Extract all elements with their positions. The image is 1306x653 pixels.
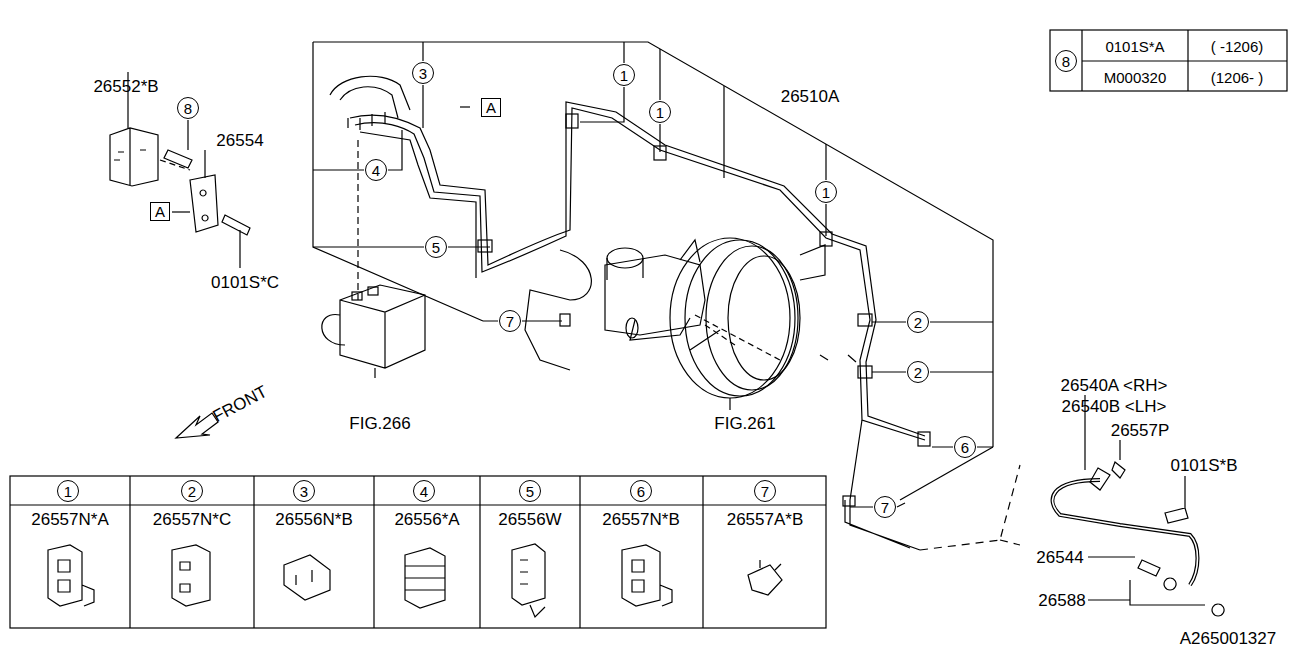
callout-circle: 8: [177, 97, 199, 119]
part-label: FIG.266: [349, 414, 410, 433]
callout-circle: 1: [815, 181, 837, 203]
callout-number: 8: [184, 101, 192, 116]
callout-number: 7: [881, 500, 889, 515]
reference-box: A: [481, 98, 501, 117]
callout-number: 6: [961, 440, 969, 455]
part-label: 26540B <LH>: [1062, 397, 1167, 416]
callout-circle: 4: [413, 480, 435, 502]
part-label: 26554: [216, 131, 263, 150]
part-label: 26552*B: [93, 77, 158, 96]
callout-number: 5: [432, 240, 440, 255]
part-label: 0101S*B: [1170, 456, 1237, 475]
part-label: 26540A <RH>: [1061, 376, 1168, 395]
callout-circle: 5: [425, 236, 447, 258]
callout-circle: 2: [907, 361, 929, 383]
callout-circle: 1: [613, 64, 635, 86]
callout-number: 6: [637, 484, 645, 499]
callout-circle: 6: [630, 480, 652, 502]
callout-circle: 2: [907, 311, 929, 333]
table-cell: M000320: [1104, 68, 1167, 87]
callout-number: 2: [188, 484, 196, 499]
table-cell: 26557N*A: [31, 510, 109, 529]
part-label: 26588: [1038, 591, 1085, 610]
table-cell: 26557N*C: [153, 510, 231, 529]
table-cell: ( -1206): [1211, 37, 1264, 56]
callout-number: 1: [822, 185, 830, 200]
callout-circle: 8: [1055, 50, 1077, 72]
callout-circle: 1: [649, 101, 671, 123]
table-cell: 0101S*A: [1105, 37, 1164, 56]
callout-number: 2: [914, 365, 922, 380]
table-cell: (1206- ): [1211, 68, 1264, 87]
table-cell: 26556N*B: [275, 510, 353, 529]
callout-circle: 3: [412, 62, 434, 84]
callout-circle: 5: [519, 480, 541, 502]
callout-number: 1: [620, 68, 628, 83]
callout-number: 5: [526, 484, 534, 499]
reference-letter: A: [155, 204, 165, 219]
part-label: 26510A: [781, 87, 840, 106]
callout-circle: 4: [365, 159, 387, 181]
part-label: 26557P: [1111, 421, 1170, 440]
callout-number: 1: [64, 484, 72, 499]
callout-circle: 7: [874, 496, 896, 518]
part-label: 26544: [1036, 548, 1083, 567]
table-cell: 26556W: [498, 510, 561, 529]
table-cell: 26557A*B: [727, 510, 804, 529]
reference-box: A: [150, 202, 170, 221]
callout-number: 4: [372, 163, 380, 178]
callout-number: 8: [1062, 54, 1070, 69]
drawing-number: A265001327: [1180, 629, 1276, 648]
table-cell: 26556*A: [394, 510, 459, 529]
callout-number: 1: [656, 105, 664, 120]
callout-circle: 3: [293, 480, 315, 502]
callout-circle: 1: [57, 480, 79, 502]
callout-number: 3: [300, 484, 308, 499]
callout-number: 7: [506, 314, 514, 329]
callout-circle: 7: [499, 310, 521, 332]
callout-circle: 7: [754, 480, 776, 502]
part-label: FRONT: [210, 382, 271, 426]
callout-number: 4: [420, 484, 428, 499]
callout-circle: 6: [954, 436, 976, 458]
table-cell: 26557N*B: [602, 510, 680, 529]
callout-number: 7: [761, 484, 769, 499]
callout-circle: 2: [181, 480, 203, 502]
part-label: 0101S*C: [211, 273, 279, 292]
reference-letter: A: [486, 100, 496, 115]
callout-number: 2: [914, 315, 922, 330]
callout-number: 3: [419, 66, 427, 81]
part-label: FIG.261: [714, 414, 775, 433]
